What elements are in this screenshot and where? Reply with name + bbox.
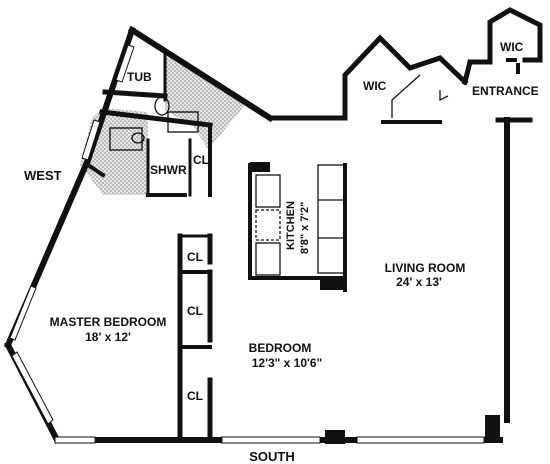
south-label: SOUTH	[249, 449, 295, 464]
entrance-label: ENTRANCE	[472, 84, 539, 98]
closet-walls	[177, 233, 213, 443]
master-bedroom-name: MASTER BEDROOM	[50, 315, 167, 329]
exterior-walls	[3, 7, 543, 445]
wic-right-label: WIC	[500, 40, 524, 54]
bedroom-name: BEDROOM	[249, 341, 312, 355]
closet-2-label: CL	[187, 304, 203, 318]
wic-doors	[381, 63, 520, 124]
kitchen-size: 8'8" x 7'2"	[299, 202, 311, 254]
tub-label: TUB	[127, 70, 152, 84]
kitchen-name: KITCHEN	[285, 201, 297, 250]
kitchen-block	[248, 162, 347, 292]
bathroom-walls	[85, 53, 213, 197]
bedroom-size: 12'3" x 10'6"	[252, 356, 322, 370]
shower-label: SHWR	[150, 163, 187, 177]
closet-1-label: CL	[187, 250, 203, 264]
bath-closet-label: CL	[193, 153, 209, 167]
west-label: WEST	[24, 168, 62, 183]
living-room-size: 24' x 13'	[396, 275, 442, 289]
master-bedroom-size: 18' x 12'	[85, 330, 131, 344]
wic-left-label: WIC	[363, 79, 387, 93]
closet-3-label: CL	[187, 389, 203, 403]
column	[325, 430, 345, 444]
living-room-name: LIVING ROOM	[385, 261, 466, 275]
windows	[9, 44, 485, 444]
